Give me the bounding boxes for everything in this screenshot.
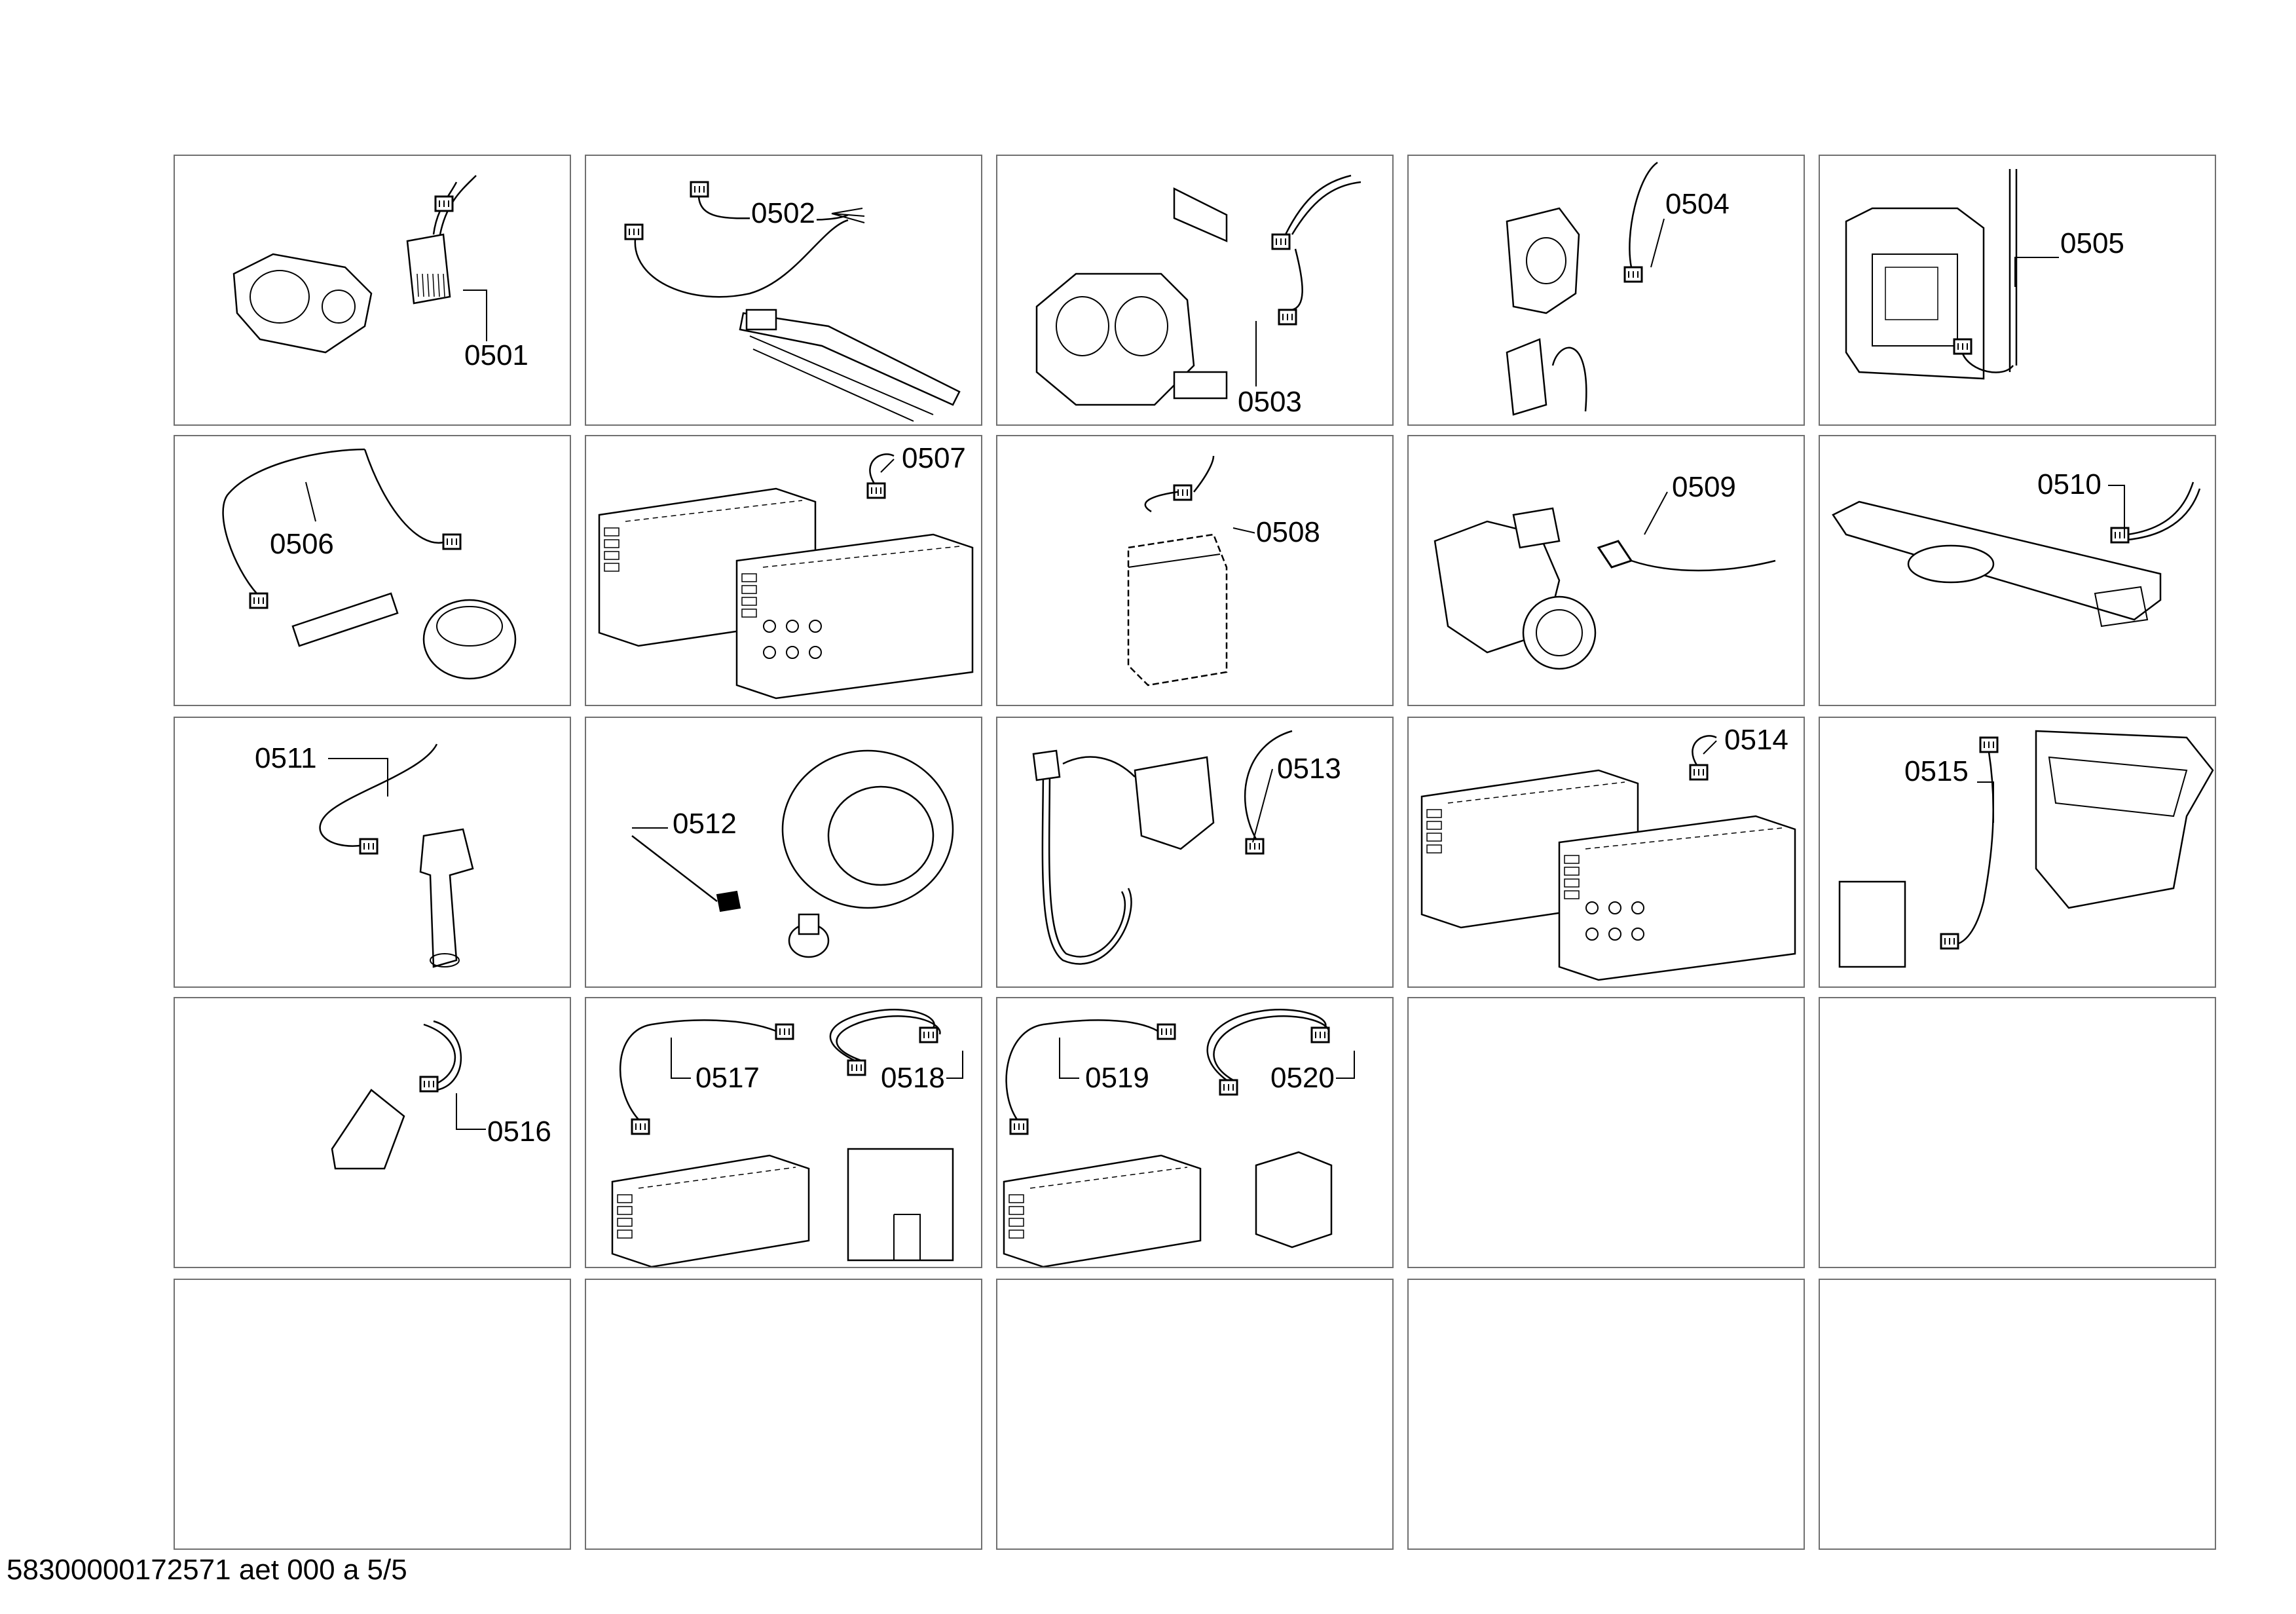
part-number-label: 0519 (1084, 1062, 1151, 1094)
part-number-label: 0512 (671, 808, 738, 840)
part-cell: 0511 (174, 717, 571, 988)
leader-line (1059, 1038, 1079, 1079)
part-number-label: 0520 (1269, 1062, 1336, 1094)
leader-line (880, 459, 895, 473)
part-number-label: 0509 (1671, 471, 1737, 503)
empty-cell (1409, 1280, 1805, 1550)
part-cell: 0502 (585, 155, 982, 426)
sensor-probe-wiring-icon (319, 743, 474, 968)
leader-line (1650, 218, 1665, 268)
dispenser-wiring-icon (1838, 730, 2214, 968)
part-cell: 0510 (1819, 435, 2216, 706)
part-number-label: 0506 (268, 528, 335, 560)
part-cell (1819, 997, 2216, 1268)
part-number-label: 0513 (1276, 753, 1342, 785)
leader-line (1335, 1051, 1355, 1079)
drain-pump-wiring-icon (1434, 491, 1776, 670)
part-cell: 0506 (174, 435, 571, 706)
part-cell: 0501 (174, 155, 571, 426)
leader-line (1232, 527, 1257, 534)
valve-wiring-icon (1035, 174, 1361, 406)
document-code: 58300000172571 aet 000 a 5/5 (7, 1554, 407, 1586)
module-box-wiring-icon (1003, 1009, 1355, 1267)
leader-line (831, 213, 865, 223)
part-cell: 0513 (996, 717, 1394, 988)
empty-cell (586, 1280, 982, 1550)
module-door-lock-wiring-icon (611, 1009, 963, 1267)
part-number-label: 0518 (880, 1062, 946, 1094)
leader-line (463, 290, 487, 343)
filter-wiring-icon (1127, 455, 1257, 686)
part-cell (1407, 1279, 1805, 1550)
empty-cell (997, 1280, 1394, 1550)
empty-cell (1820, 1280, 2216, 1550)
leader-line (2014, 257, 2059, 287)
leader-line (1644, 491, 1668, 535)
control-module-wiring-icon (598, 453, 974, 700)
hose-switch-wiring-icon (1032, 730, 1293, 965)
part-cell: 0512 (585, 717, 982, 988)
part-cell: 0515 (1819, 717, 2216, 988)
part-cell (1819, 1279, 2216, 1550)
empty-cell (1820, 998, 2216, 1268)
leader-line (2108, 485, 2125, 535)
part-number-label: 0508 (1255, 516, 1322, 548)
control-module-wiring-icon (1420, 735, 1796, 981)
leader-line (1252, 768, 1273, 843)
leader-line (671, 1038, 691, 1079)
tacho-wiring-icon (631, 749, 954, 958)
part-number-label: 0516 (486, 1116, 553, 1148)
single-valve-wiring-icon (1506, 161, 1665, 416)
part-number-label: 0505 (2059, 227, 2126, 259)
motor-wiring-icon (232, 175, 487, 354)
base-sensor-wiring-icon (1832, 481, 2201, 628)
part-number-label: 0515 (1903, 755, 1970, 787)
part-number-label: 0507 (900, 442, 967, 474)
part-cell (1407, 997, 1805, 1268)
empty-cell (175, 1280, 571, 1550)
leader-line (831, 208, 863, 214)
small-board-wiring-icon (331, 1020, 486, 1170)
part-cell: 0514 (1407, 717, 1805, 988)
part-cell (174, 1279, 571, 1550)
part-cell: 0503 (996, 155, 1394, 426)
part-number-label: 0517 (694, 1062, 761, 1094)
part-cell: 0505 (1819, 155, 2216, 426)
leader-line (1703, 740, 1717, 755)
empty-cell (1409, 998, 1805, 1268)
part-number-label: 0503 (1236, 386, 1303, 418)
part-cell: 0519 0520 (996, 997, 1394, 1268)
part-cell (996, 1279, 1394, 1550)
leader-line (831, 213, 865, 217)
part-cell: 0508 (996, 435, 1394, 706)
leader-line (328, 758, 388, 797)
part-cell: 0504 (1407, 155, 1805, 426)
part-cell: 0509 (1407, 435, 1805, 706)
part-cell: 0507 (585, 435, 982, 706)
leader-line (943, 1051, 963, 1079)
part-cell: 0516 (174, 997, 571, 1268)
pressure-sensor-wiring-icon (222, 448, 517, 680)
part-number-label: 0511 (253, 742, 318, 774)
leader-line (305, 481, 316, 522)
part-number-label: 0501 (463, 339, 530, 371)
part-number-label: 0510 (2036, 468, 2103, 500)
part-number-label: 0502 (750, 197, 817, 229)
part-number-label: 0504 (1664, 188, 1731, 220)
part-cell (585, 1279, 982, 1550)
module-wiring-icon (1845, 169, 2059, 380)
part-cell: 0517 0518 (585, 997, 982, 1268)
leader-line (456, 1093, 486, 1130)
leader-line (1977, 781, 1994, 823)
part-number-label: 0514 (1723, 724, 1790, 756)
heater-wiring-icon (624, 181, 961, 422)
